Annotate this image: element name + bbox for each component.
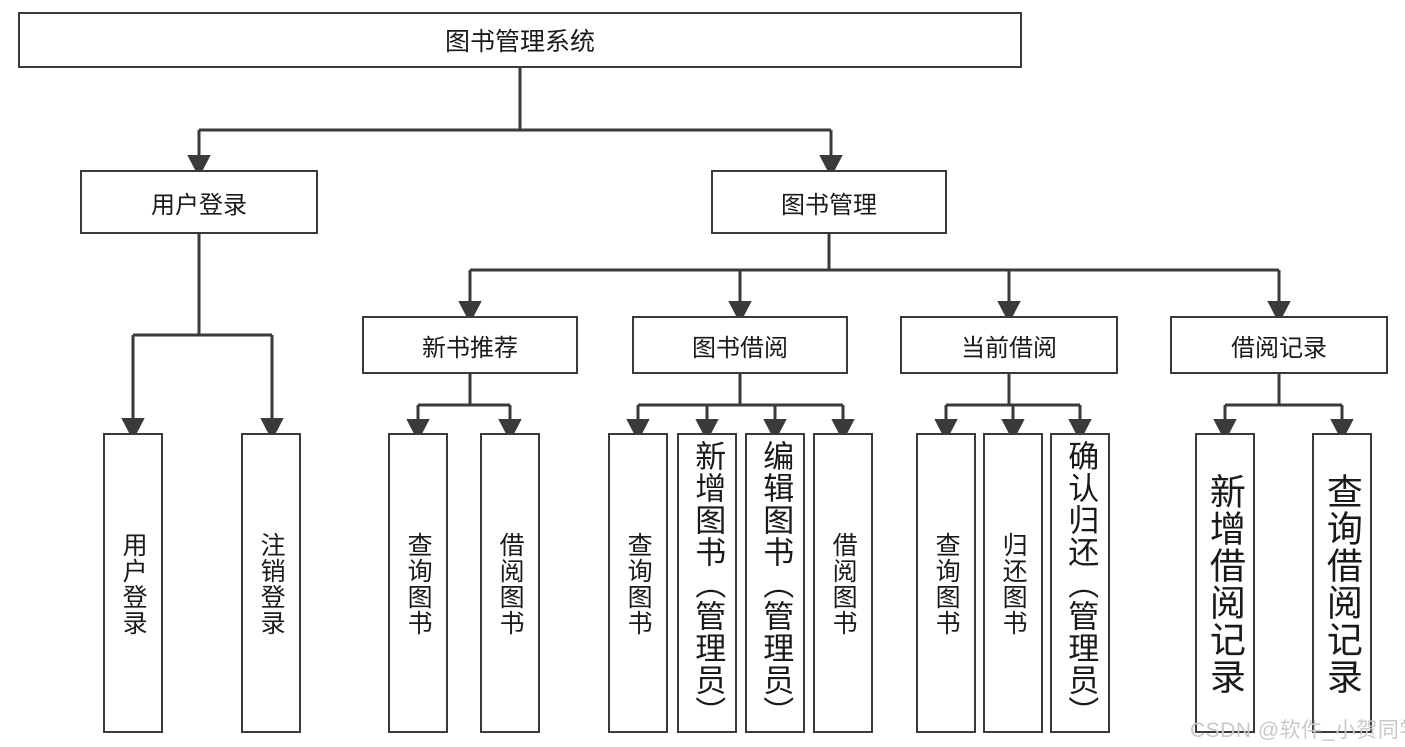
node-leaf-query-books-new[interactable]: 查询图书 bbox=[388, 433, 448, 733]
node-leaf-logout[interactable]: 注销登录 bbox=[241, 433, 301, 733]
node-leaf-edit-book-admin[interactable]: 编辑图书（管理员） bbox=[745, 433, 805, 733]
node-book-borrow[interactable]: 图书借阅 bbox=[632, 316, 848, 374]
node-user-login[interactable]: 用户登录 bbox=[80, 170, 318, 234]
node-leaf-query-books-current[interactable]: 查询图书 bbox=[916, 433, 976, 733]
node-leaf-label: 用户登录 bbox=[119, 532, 148, 636]
node-leaf-borrow-books-new[interactable]: 借阅图书 bbox=[480, 433, 540, 733]
node-leaf-label: 借阅图书 bbox=[829, 532, 858, 636]
node-current-borrow[interactable]: 当前借阅 bbox=[900, 316, 1118, 374]
leaf-inner: 借阅图书 bbox=[815, 437, 871, 731]
node-user-login-label: 用户登录 bbox=[151, 191, 247, 219]
leaf-inner: 归还图书 bbox=[985, 437, 1041, 731]
node-current-borrow-label: 当前借阅 bbox=[961, 334, 1057, 362]
node-leaf-label: 查询借阅记录 bbox=[1321, 473, 1363, 695]
leaf-inner: 用户登录 bbox=[105, 437, 161, 731]
node-leaf-confirm-return-admin[interactable]: 确认归还（管理员） bbox=[1050, 433, 1110, 733]
node-leaf-query-books-borrow[interactable]: 查询图书 bbox=[608, 433, 668, 733]
node-leaf-label: 借阅图书 bbox=[496, 532, 525, 636]
node-leaf-add-book-admin[interactable]: 新增图书（管理员） bbox=[677, 433, 737, 733]
leaf-inner: 查询图书 bbox=[610, 437, 666, 731]
node-leaf-label: 新增图书（管理员） bbox=[690, 440, 726, 728]
node-leaf-label: 注销登录 bbox=[257, 532, 286, 636]
node-leaf-add-borrow-record[interactable]: 新增借阅记录 bbox=[1195, 433, 1255, 733]
node-new-book-recommend[interactable]: 新书推荐 bbox=[362, 316, 578, 374]
node-book-management[interactable]: 图书管理 bbox=[711, 170, 947, 234]
node-leaf-return-books[interactable]: 归还图书 bbox=[983, 433, 1043, 733]
node-borrow-records-label: 借阅记录 bbox=[1231, 334, 1327, 362]
leaf-inner: 编辑图书（管理员） bbox=[747, 437, 803, 731]
node-book-management-label: 图书管理 bbox=[781, 191, 877, 219]
leaf-inner: 借阅图书 bbox=[482, 437, 538, 731]
node-leaf-label: 查询图书 bbox=[404, 532, 433, 636]
leaf-inner: 查询图书 bbox=[918, 437, 974, 731]
leaf-inner: 查询图书 bbox=[390, 437, 446, 731]
node-leaf-user-login[interactable]: 用户登录 bbox=[103, 433, 163, 733]
node-leaf-label: 查询图书 bbox=[624, 532, 653, 636]
node-leaf-label: 新增借阅记录 bbox=[1204, 473, 1246, 695]
watermark-text: CSDN @软件_小贺同学 bbox=[1190, 719, 1405, 742]
node-leaf-label: 编辑图书（管理员） bbox=[758, 440, 794, 728]
node-leaf-label: 确认归还（管理员） bbox=[1063, 440, 1099, 728]
leaf-inner: 新增借阅记录 bbox=[1197, 437, 1253, 731]
leaf-inner: 新增图书（管理员） bbox=[679, 437, 735, 731]
node-leaf-borrow-books[interactable]: 借阅图书 bbox=[813, 433, 873, 733]
node-leaf-label: 查询图书 bbox=[932, 532, 961, 636]
node-leaf-query-borrow-record[interactable]: 查询借阅记录 bbox=[1312, 433, 1372, 733]
node-root[interactable]: 图书管理系统 bbox=[18, 12, 1022, 68]
leaf-inner: 查询借阅记录 bbox=[1314, 437, 1370, 731]
node-leaf-label: 归还图书 bbox=[999, 532, 1028, 636]
leaf-inner: 注销登录 bbox=[243, 437, 299, 731]
leaf-inner: 确认归还（管理员） bbox=[1052, 437, 1108, 731]
node-borrow-records[interactable]: 借阅记录 bbox=[1170, 316, 1388, 374]
node-book-borrow-label: 图书借阅 bbox=[692, 334, 788, 362]
node-new-book-recommend-label: 新书推荐 bbox=[422, 334, 518, 362]
node-root-label: 图书管理系统 bbox=[444, 28, 595, 56]
